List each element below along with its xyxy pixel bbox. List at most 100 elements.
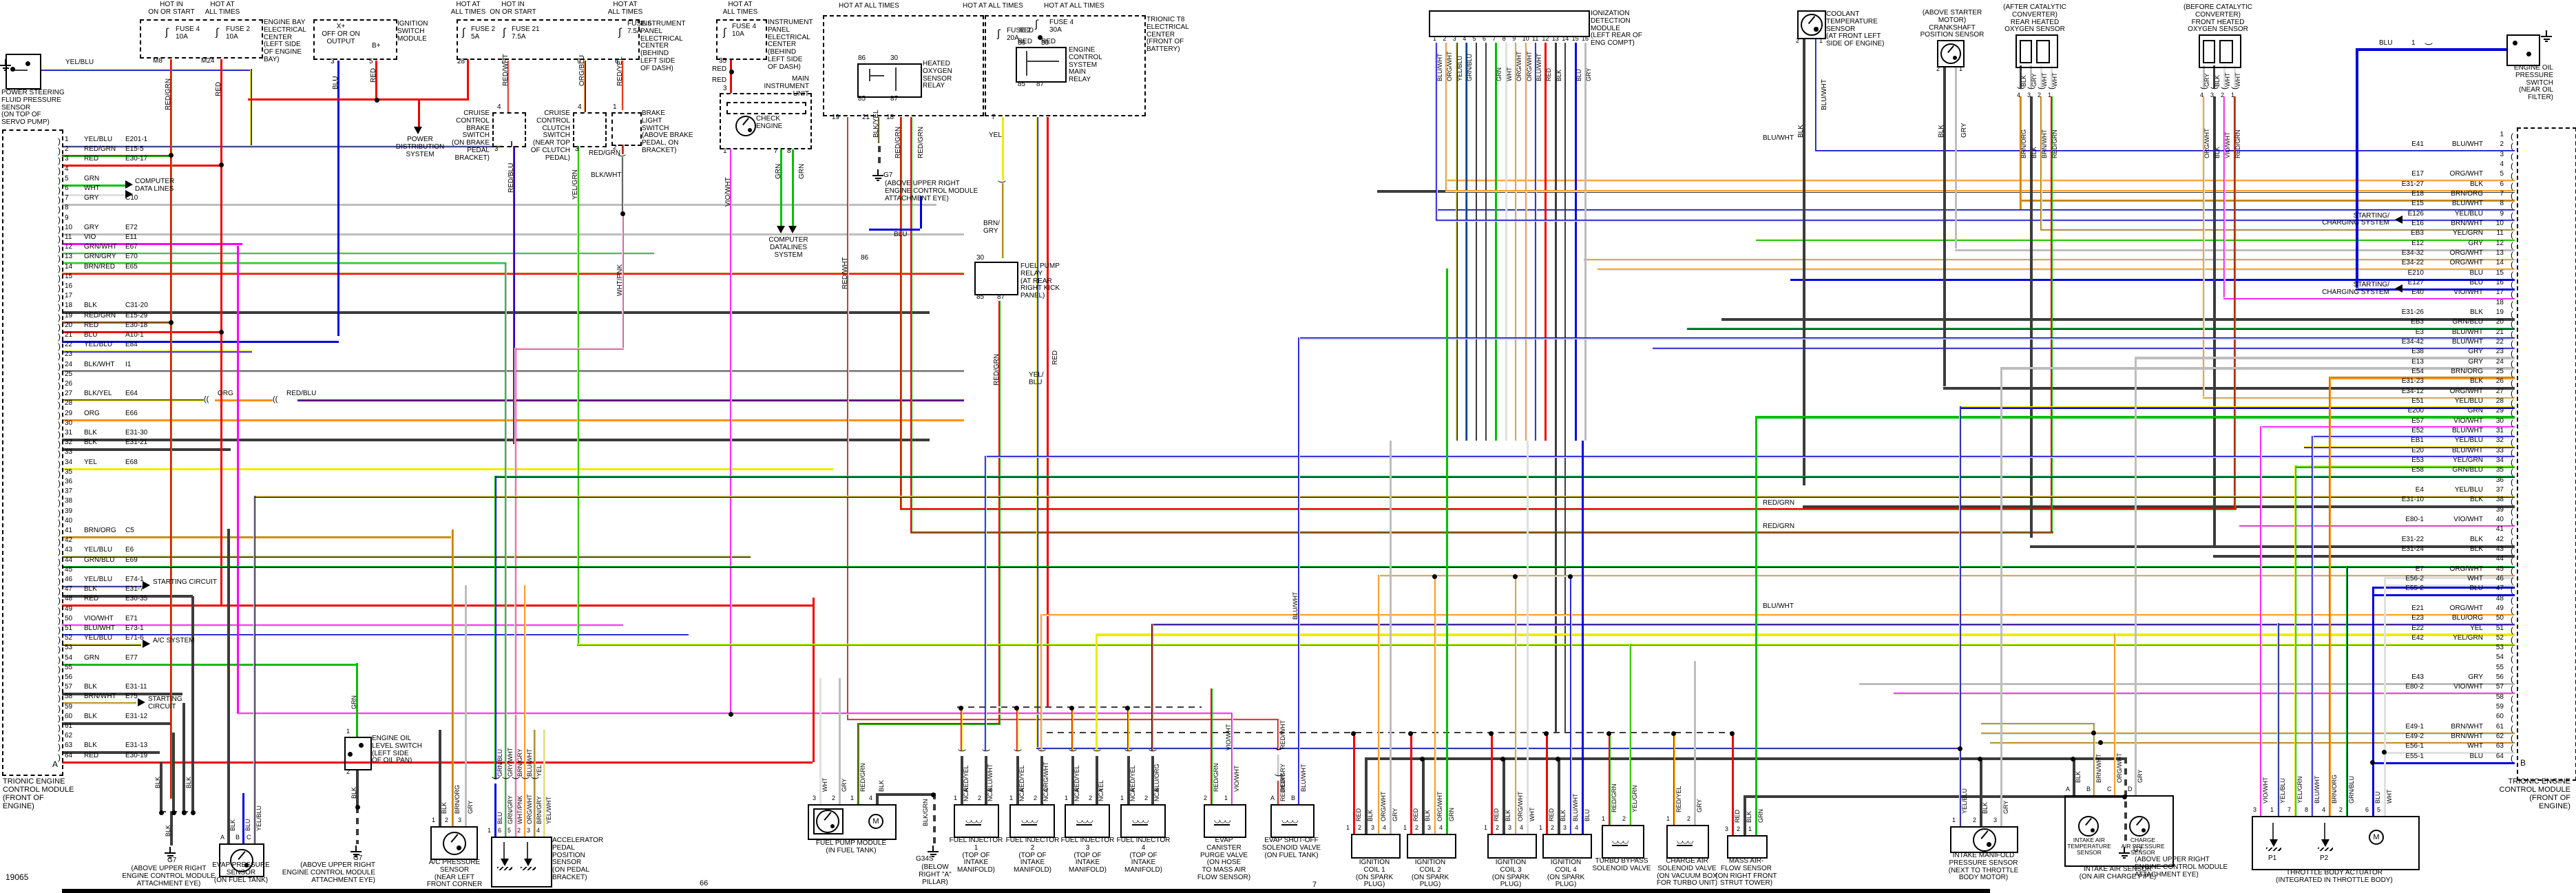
inline-connector: ( bbox=[1012, 749, 1022, 752]
circuit-code: E57 bbox=[2411, 417, 2424, 425]
pin-number: 47 bbox=[2495, 585, 2504, 593]
wire-color: GRY bbox=[2468, 348, 2484, 356]
wire-gry bbox=[1584, 43, 1587, 441]
wire-color: BRN/WHT bbox=[2451, 219, 2483, 227]
wire-color: BLU/WHT bbox=[2452, 337, 2483, 346]
wire-color: BLK bbox=[185, 776, 192, 788]
pin-number: 6 bbox=[2365, 806, 2369, 813]
wire-org bbox=[215, 399, 273, 402]
pin-number: 56 bbox=[2495, 673, 2504, 682]
pin-number: 2 bbox=[1144, 795, 1149, 801]
wire-color: ORG/WHT bbox=[2449, 259, 2483, 267]
wire-stub-label: NCA bbox=[1153, 788, 1160, 801]
wire-blu bbox=[337, 61, 339, 336]
wire-blk bbox=[62, 311, 930, 315]
pin-arc: ) bbox=[58, 156, 61, 166]
pin-number: 8 bbox=[65, 204, 69, 212]
junction-dot bbox=[1730, 731, 1735, 736]
pin-number: 3 bbox=[2027, 92, 2031, 98]
wire-vio-wht bbox=[2223, 298, 2515, 301]
junction-dot bbox=[219, 162, 224, 167]
front-o2-sensor-box bbox=[2199, 34, 2241, 68]
pin-number: 2 bbox=[1687, 815, 1691, 822]
ac_press-box bbox=[430, 826, 478, 860]
power-feed-label: HOT IN ON OR START bbox=[490, 1, 536, 16]
wire-color: BLK bbox=[350, 786, 357, 799]
pin-arc: ) bbox=[58, 498, 61, 508]
junction-dot bbox=[1513, 574, 1518, 579]
pin-number: 4 bbox=[2200, 92, 2204, 98]
wire-color: RED/GRN bbox=[1213, 763, 1219, 792]
wire-color: BLU bbox=[496, 812, 503, 824]
pin-number: 1 bbox=[1666, 815, 1671, 822]
cruise-brake-switch-label: CRUISE CONTROL BRAKE SWITCH (ON BRAKE PE… bbox=[451, 109, 490, 162]
pin-number: 22 bbox=[2495, 337, 2504, 346]
pin-number: 2 bbox=[2339, 806, 2343, 813]
wire-color: ORG/WHT bbox=[1525, 51, 1533, 82]
wire-color: YEL/BLU bbox=[65, 59, 94, 66]
wire-color: RED/GRN bbox=[1763, 499, 1795, 507]
pin-number: 35 bbox=[2495, 466, 2504, 474]
wire-blk bbox=[1721, 317, 2515, 321]
pin-arc: ( bbox=[2511, 467, 2513, 477]
solenoid-coil-icon: ◡◡◡ bbox=[1076, 816, 1093, 826]
wire-color: RED/GRN bbox=[589, 149, 621, 157]
wire-color: RED/GRN bbox=[84, 145, 116, 154]
pin-number: 4 bbox=[1520, 824, 1524, 831]
pin-number: C bbox=[247, 834, 251, 841]
wire-color: RED/YEL bbox=[1675, 786, 1682, 812]
inline-connector: ( bbox=[2230, 87, 2239, 90]
junction-dot bbox=[959, 706, 963, 711]
wire-blk bbox=[62, 595, 193, 598]
wire-gry bbox=[1859, 683, 2515, 686]
pin-arc: ) bbox=[58, 547, 61, 557]
wire-color: BRN/GRY bbox=[536, 796, 543, 824]
wire-blu-wht bbox=[1298, 337, 1300, 804]
wire-color: ORG/WHT bbox=[1380, 791, 1387, 822]
wire-red-grn bbox=[62, 321, 172, 324]
wire-grn-blu bbox=[1687, 328, 2515, 330]
wire-color: BLU bbox=[84, 331, 98, 339]
wire-color: GRN/GRY bbox=[84, 253, 116, 261]
circuit-code: EB3 bbox=[2411, 318, 2424, 326]
crankshaft-sensor-label: (ABOVE STARTER MOTOR) CRANKSHAFT POSITIO… bbox=[1920, 9, 1985, 39]
circuit-code: E38 bbox=[2411, 348, 2424, 356]
pin-number: 1 bbox=[346, 728, 350, 735]
wire-gry bbox=[62, 204, 936, 207]
pin-arc: ( bbox=[2511, 437, 2513, 448]
power-feed-label: HOT AT ALL TIMES bbox=[839, 2, 899, 10]
pin-number: 18 bbox=[886, 114, 894, 121]
pin-arc: ) bbox=[58, 224, 61, 234]
wire-stub-label: NCA bbox=[1018, 788, 1025, 801]
pin-number: 6 bbox=[1483, 35, 1487, 42]
inline-connector: ( bbox=[1067, 749, 1077, 752]
wire-color: GRY bbox=[2031, 73, 2038, 87]
pin-number: 4 bbox=[869, 795, 873, 801]
wire-color: GRN bbox=[84, 174, 100, 182]
junction-dot bbox=[620, 211, 625, 216]
pin-arc: ( bbox=[2511, 605, 2513, 615]
inline-connector: ( bbox=[981, 749, 990, 752]
pin-arc: ( bbox=[2511, 210, 2513, 220]
pin-number: 28 bbox=[65, 399, 73, 408]
pin-arc: ( bbox=[2511, 220, 2513, 230]
wire-color: YEL/BLU bbox=[1456, 55, 1463, 81]
wire-red bbox=[1546, 732, 1548, 834]
wire-org-wht bbox=[1525, 43, 1527, 441]
pin-number: 15 bbox=[2495, 269, 2504, 277]
pin-number: 16 bbox=[1582, 35, 1589, 42]
circuit-code: E56-2 bbox=[2405, 574, 2424, 582]
inline-connector: ( bbox=[1036, 749, 1046, 752]
pin-number: 7 bbox=[501, 58, 505, 65]
pin-arc: ) bbox=[58, 664, 61, 674]
pin-number: 3 bbox=[1993, 817, 1998, 823]
pin-arc: ) bbox=[58, 410, 61, 420]
pin-number: 18 bbox=[2495, 298, 2504, 306]
wire-red bbox=[248, 98, 469, 101]
circuit-code: E30-17 bbox=[125, 155, 148, 163]
flow-arrow bbox=[2321, 839, 2329, 847]
wire-blu-org bbox=[1151, 624, 2515, 626]
wire-color: YEL bbox=[536, 764, 543, 777]
pin-number: 12 bbox=[1542, 35, 1549, 42]
flow-arrow bbox=[2270, 839, 2278, 847]
